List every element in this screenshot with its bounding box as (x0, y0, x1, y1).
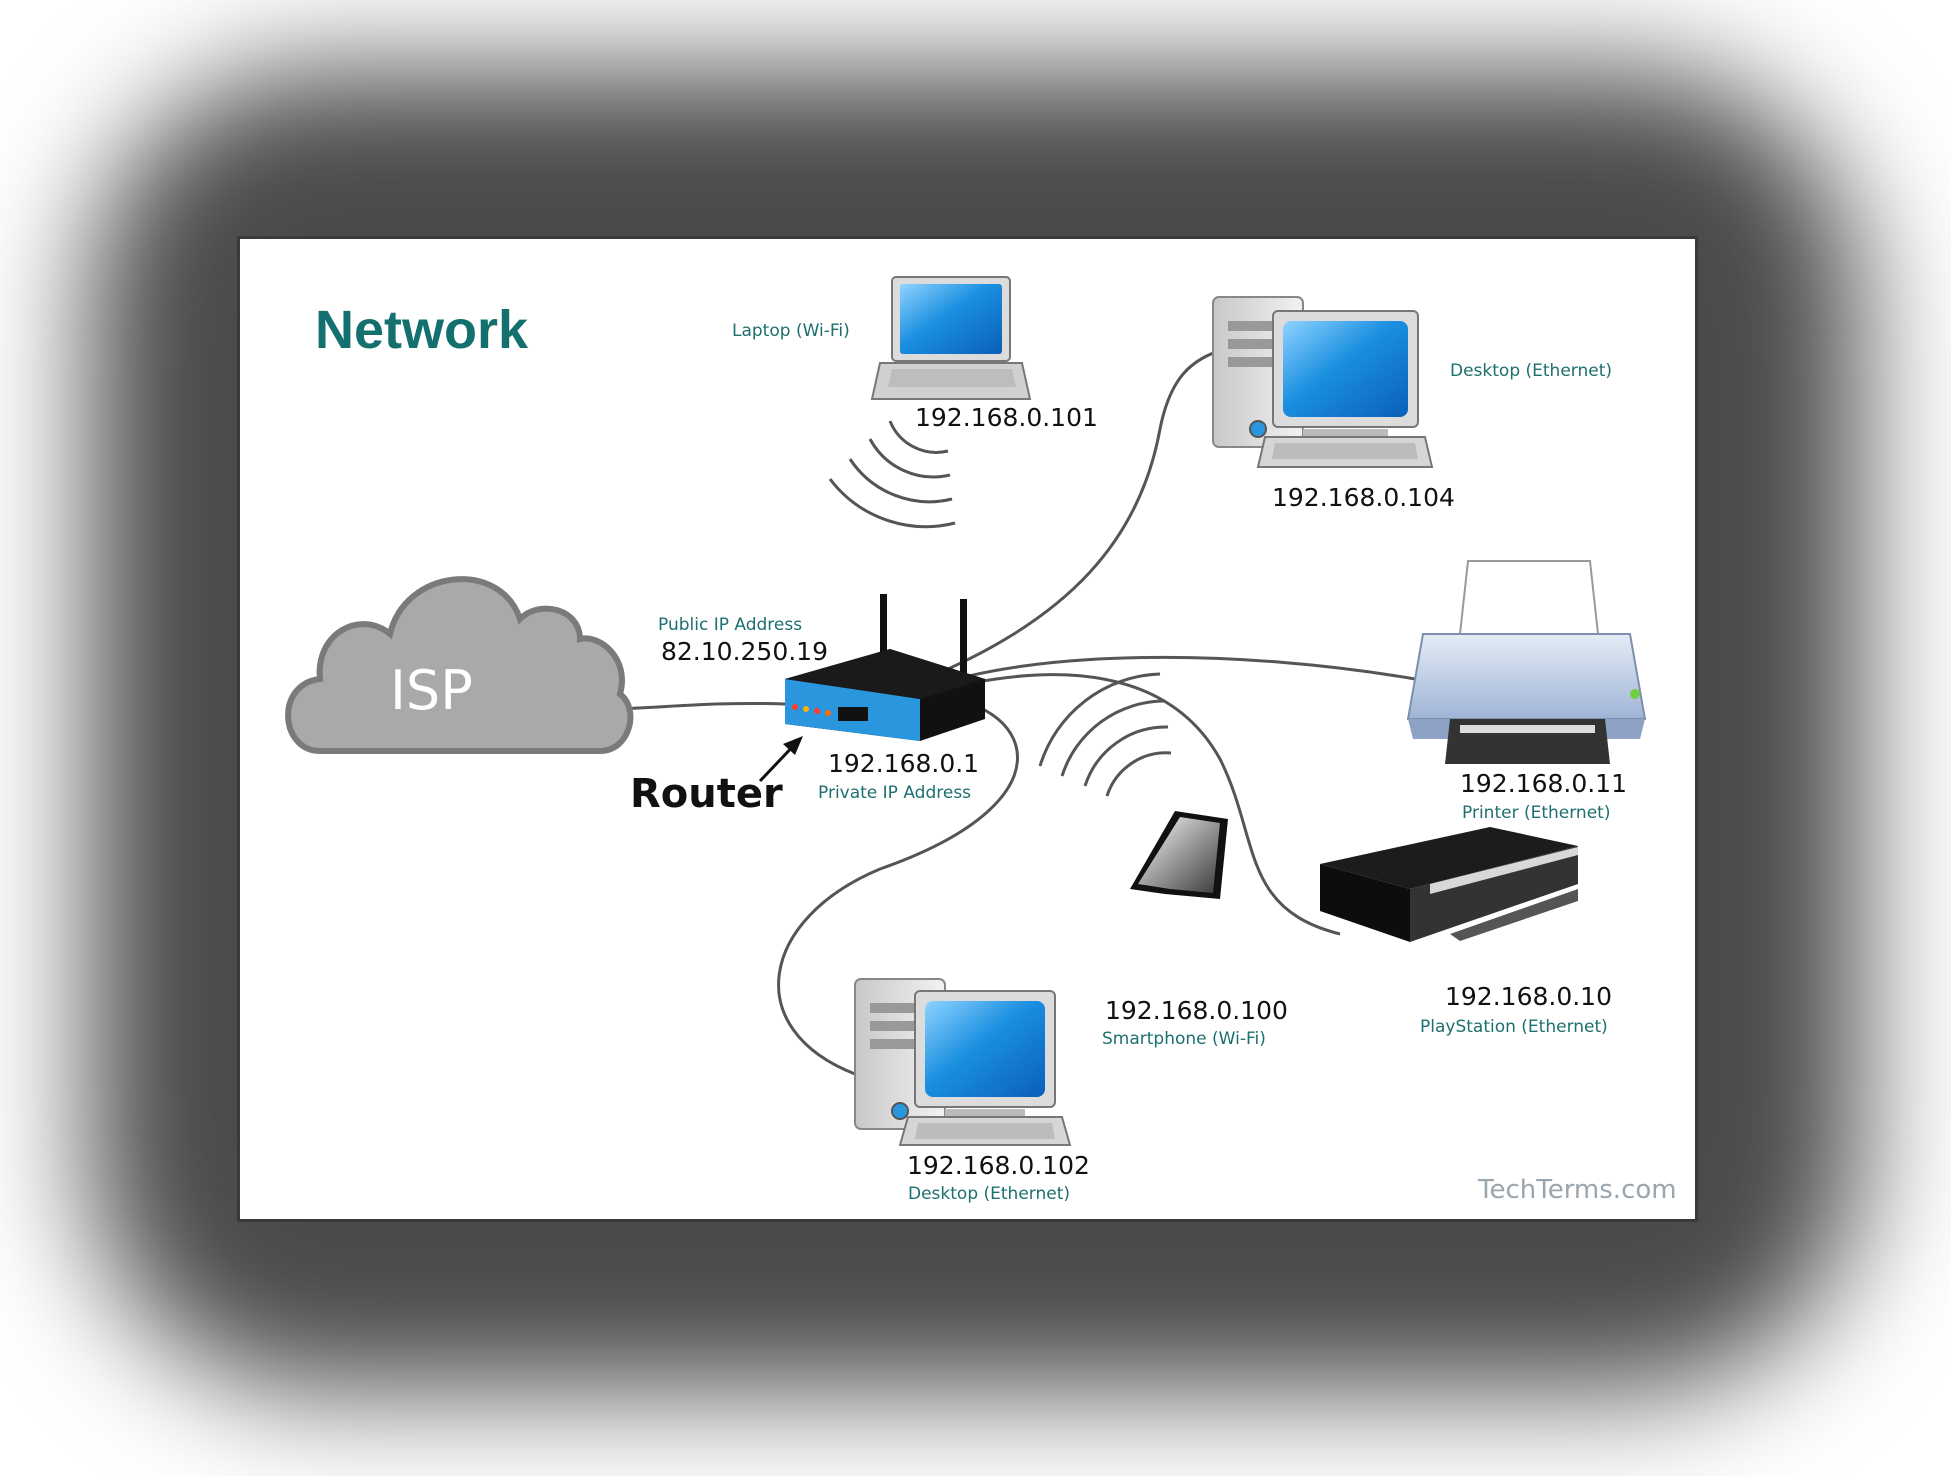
printer-ip: 192.168.0.11 (1460, 769, 1627, 798)
smartphone-ip: 192.168.0.100 (1105, 996, 1288, 1025)
desktop-bottom-icon (854, 978, 1072, 1146)
smartphone-icon (1130, 811, 1228, 899)
printer-icon (1406, 560, 1647, 764)
playstation-ip: 192.168.0.10 (1445, 982, 1612, 1011)
router-private-ip: 192.168.0.1 (828, 749, 980, 778)
desktop-top-label: Desktop (Ethernet) (1450, 361, 1613, 381)
laptop-label: Laptop (Wi-Fi) (732, 321, 850, 341)
game-console-icon (1320, 827, 1578, 942)
desktop-top-ip: 192.168.0.104 (1272, 483, 1455, 512)
printer-label: Printer (Ethernet) (1462, 803, 1611, 823)
router-icon (785, 594, 985, 741)
diagram-canvas (285, 276, 1647, 1146)
desktop-bottom-ip: 192.168.0.102 (907, 1151, 1090, 1180)
desktop-top-icon (1212, 296, 1434, 468)
laptop-ip: 192.168.0.101 (915, 403, 1098, 432)
smartphone-label: Smartphone (Wi-Fi) (1102, 1029, 1266, 1049)
page-title: Network (315, 300, 529, 360)
router-label: Router (630, 771, 783, 817)
desktop-bottom-label: Desktop (Ethernet) (908, 1184, 1071, 1204)
laptop-icon (870, 276, 1032, 400)
wifi-waves-laptop (828, 420, 956, 529)
wifi-waves-smartphone (1038, 672, 1172, 797)
router-private-ip-label: Private IP Address (818, 783, 972, 803)
public-ip-label: Public IP Address (658, 615, 803, 635)
cable-printer (929, 655, 1416, 689)
network-diagram-panel: Network ISP Public IP Address 82.10.250.… (237, 236, 1698, 1222)
playstation-label: PlayStation (Ethernet) (1420, 1017, 1608, 1037)
router-arrow-icon (758, 736, 803, 783)
public-ip-value: 82.10.250.19 (661, 637, 828, 666)
isp-label: ISP (390, 659, 473, 722)
cloud-icon (285, 576, 634, 754)
cable-desktop-top (924, 347, 1226, 681)
cable-playstation (931, 673, 1341, 936)
watermark: TechTerms.com (1478, 1175, 1677, 1205)
cable-desktop-bottom (777, 695, 1019, 1076)
